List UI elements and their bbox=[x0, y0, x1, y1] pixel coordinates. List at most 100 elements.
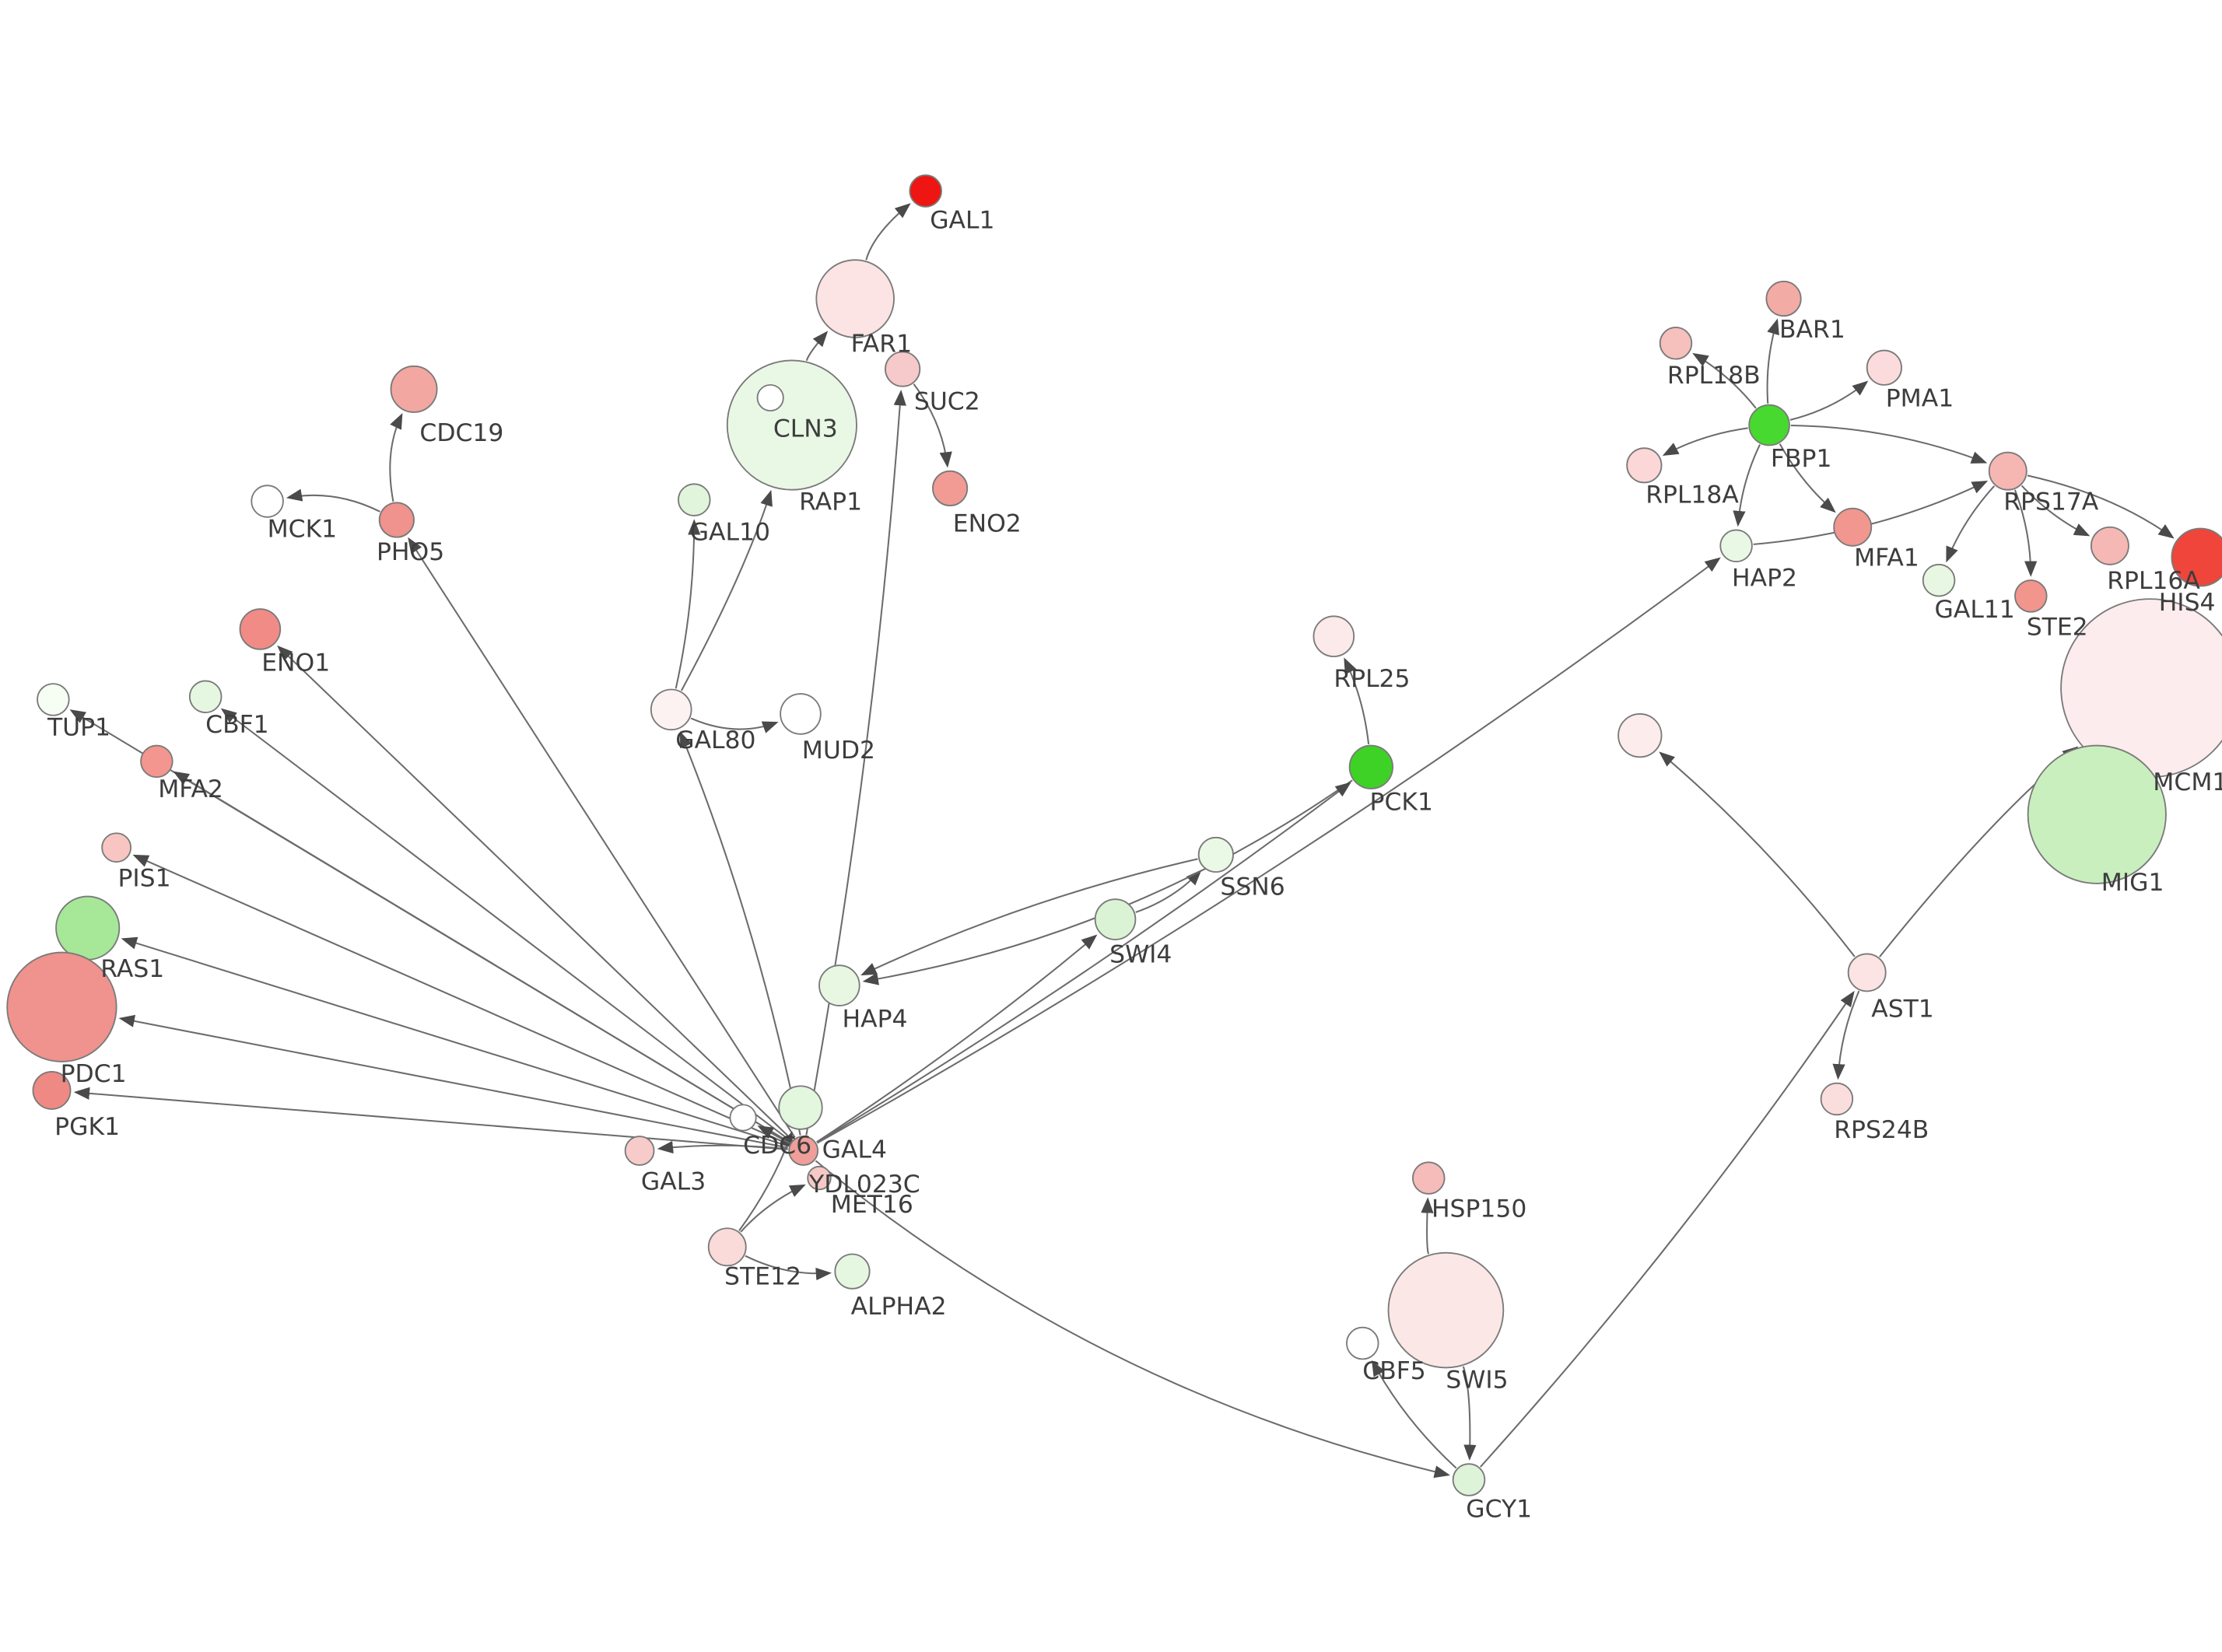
node-label-FAR1: FAR1 bbox=[851, 330, 912, 358]
node-MCK1[interactable] bbox=[251, 485, 284, 518]
node-RAP1[interactable] bbox=[756, 383, 784, 412]
node-label-HSP150: HSP150 bbox=[1432, 1195, 1526, 1223]
node-RPS17A[interactable] bbox=[1988, 451, 2027, 491]
node-CBF1[interactable] bbox=[188, 680, 223, 713]
node-HIS4[interactable] bbox=[2171, 527, 2222, 587]
node-FBP1[interactable] bbox=[1748, 404, 1790, 446]
node-ENO1[interactable] bbox=[239, 608, 282, 650]
node-unlabeled[interactable] bbox=[1617, 712, 1663, 758]
node-GAL11[interactable] bbox=[1922, 563, 1956, 597]
node-CDC19[interactable] bbox=[390, 365, 438, 413]
edge-FBP1-RPS17A bbox=[1790, 424, 1988, 464]
node-CBF5[interactable] bbox=[1346, 1326, 1379, 1360]
node-STE12[interactable] bbox=[707, 1227, 747, 1267]
node-FAR1[interactable] bbox=[815, 259, 895, 338]
node-STE2[interactable] bbox=[2014, 579, 2048, 613]
node-PIS1[interactable] bbox=[101, 832, 132, 863]
edge-GCY1-AST1 bbox=[1480, 990, 1855, 1468]
node-PHO5[interactable] bbox=[378, 502, 415, 538]
node-GAL1[interactable] bbox=[909, 174, 942, 208]
node-label-MFA2: MFA2 bbox=[158, 775, 223, 803]
node-GAL80[interactable] bbox=[650, 688, 692, 731]
node-MIG1[interactable] bbox=[2027, 744, 2167, 884]
edge-GAL80-MUD2 bbox=[690, 717, 779, 733]
node-MFA2[interactable] bbox=[140, 744, 173, 779]
node-GAL3[interactable] bbox=[624, 1136, 655, 1166]
node-label-MFA1: MFA1 bbox=[1854, 544, 1919, 572]
node-PDC1[interactable] bbox=[6, 951, 117, 1062]
node-RAS1[interactable] bbox=[55, 895, 121, 961]
node-PMA1[interactable] bbox=[1866, 349, 1902, 386]
node-MET16[interactable] bbox=[807, 1165, 832, 1191]
node-PGK1[interactable] bbox=[32, 1070, 72, 1110]
node-YDL023C[interactable] bbox=[778, 1085, 823, 1130]
node-RPL18A[interactable] bbox=[1626, 447, 1663, 484]
node-SSN6[interactable] bbox=[1197, 836, 1234, 873]
node-RPL18B[interactable] bbox=[1659, 327, 1693, 360]
node-TUP1[interactable] bbox=[37, 683, 70, 716]
node-ENO2[interactable] bbox=[932, 470, 969, 506]
node-label-RPL16A: RPL16A bbox=[2107, 567, 2200, 595]
edge-FAR1-GAL1 bbox=[865, 203, 911, 261]
edge-RPS17A-RPL16A bbox=[2020, 485, 2091, 537]
node-GCY1[interactable] bbox=[1452, 1463, 1486, 1496]
edge-GAL4-GCY1 bbox=[815, 1160, 1450, 1479]
node-RPS24B[interactable] bbox=[1820, 1082, 1854, 1116]
edge-HAP2-RPS17A bbox=[1753, 481, 1989, 545]
node-label-MIG1: MIG1 bbox=[2101, 869, 2164, 897]
edge-AST1-RPS24B bbox=[1832, 990, 1860, 1080]
edge-RPS17A-GAL11 bbox=[1946, 485, 1996, 563]
node-GAL10[interactable] bbox=[678, 483, 711, 516]
node-label-STE12: STE12 bbox=[724, 1262, 801, 1290]
node-MUD2[interactable] bbox=[780, 693, 822, 735]
edge-GAL4-GAL3 bbox=[657, 1140, 788, 1154]
node-RPL25[interactable] bbox=[1313, 615, 1355, 657]
edge-RPS17A-HIS4 bbox=[2027, 474, 2175, 539]
node-label-GAL3: GAL3 bbox=[641, 1167, 706, 1195]
edge-GAL4-CBF1 bbox=[220, 708, 792, 1143]
node-label-CLN3: CLN3 bbox=[773, 415, 838, 443]
edge-CLN3-FAR1 bbox=[805, 331, 829, 362]
node-HSP150[interactable] bbox=[1412, 1161, 1446, 1195]
edge-GAL4-HAP2 bbox=[816, 557, 1721, 1144]
edge-SSN6-HAP4 bbox=[860, 858, 1198, 976]
node-SWI4[interactable] bbox=[1094, 898, 1137, 940]
node-CDC6[interactable] bbox=[729, 1104, 757, 1132]
edge-PCK1-RPL25 bbox=[1344, 657, 1370, 744]
node-PCK1[interactable] bbox=[1348, 744, 1394, 789]
node-label-GAL11: GAL11 bbox=[1935, 596, 2015, 624]
edge-SWI5-GCY1 bbox=[1462, 1366, 1477, 1461]
node-label-RPL18A: RPL18A bbox=[1645, 481, 1739, 509]
node-AST1[interactable] bbox=[1847, 953, 1887, 992]
node-label-RPS17A: RPS17A bbox=[2003, 488, 2099, 516]
node-MFA1[interactable] bbox=[1833, 507, 1873, 547]
node-label-PDC1: PDC1 bbox=[61, 1060, 127, 1088]
edge-GAL80-GAL10 bbox=[675, 519, 701, 689]
edge-GAL4-RAS1 bbox=[121, 936, 789, 1147]
node-BAR1[interactable] bbox=[1765, 280, 1802, 317]
node-SWI5[interactable] bbox=[1387, 1251, 1505, 1369]
node-label-GAL10: GAL10 bbox=[690, 518, 770, 546]
edge-GAL4-PGK1 bbox=[73, 1087, 788, 1150]
node-label-MCK1: MCK1 bbox=[268, 516, 338, 544]
node-label-MUD2: MUD2 bbox=[802, 737, 875, 765]
node-label-AST1: AST1 bbox=[1871, 996, 1934, 1024]
node-ALPHA2[interactable] bbox=[834, 1253, 871, 1290]
node-label-ENO2: ENO2 bbox=[953, 509, 1022, 537]
node-label-GAL80: GAL80 bbox=[675, 726, 755, 754]
node-RPL16A[interactable] bbox=[2090, 526, 2129, 565]
node-HAP2[interactable] bbox=[1719, 529, 1753, 563]
node-label-CDC6: CDC6 bbox=[743, 1132, 811, 1160]
node-label-RAS1: RAS1 bbox=[100, 955, 164, 983]
node-label-TUP1: TUP1 bbox=[47, 714, 110, 742]
node-label-HIS4: HIS4 bbox=[2159, 589, 2216, 617]
label-layer: GAL1FAR1SUC2CLN3RAP1ENO2GAL10CDC19MCK1PH… bbox=[47, 207, 2222, 1524]
edge-GAL4-MFA2 bbox=[173, 771, 790, 1143]
node-SUC2[interactable] bbox=[885, 351, 921, 387]
node-label-ALPHA2: ALPHA2 bbox=[851, 1293, 947, 1321]
node-GAL4[interactable] bbox=[788, 1136, 819, 1166]
node-label-PIS1: PIS1 bbox=[117, 865, 170, 893]
node-HAP4[interactable] bbox=[818, 964, 860, 1006]
